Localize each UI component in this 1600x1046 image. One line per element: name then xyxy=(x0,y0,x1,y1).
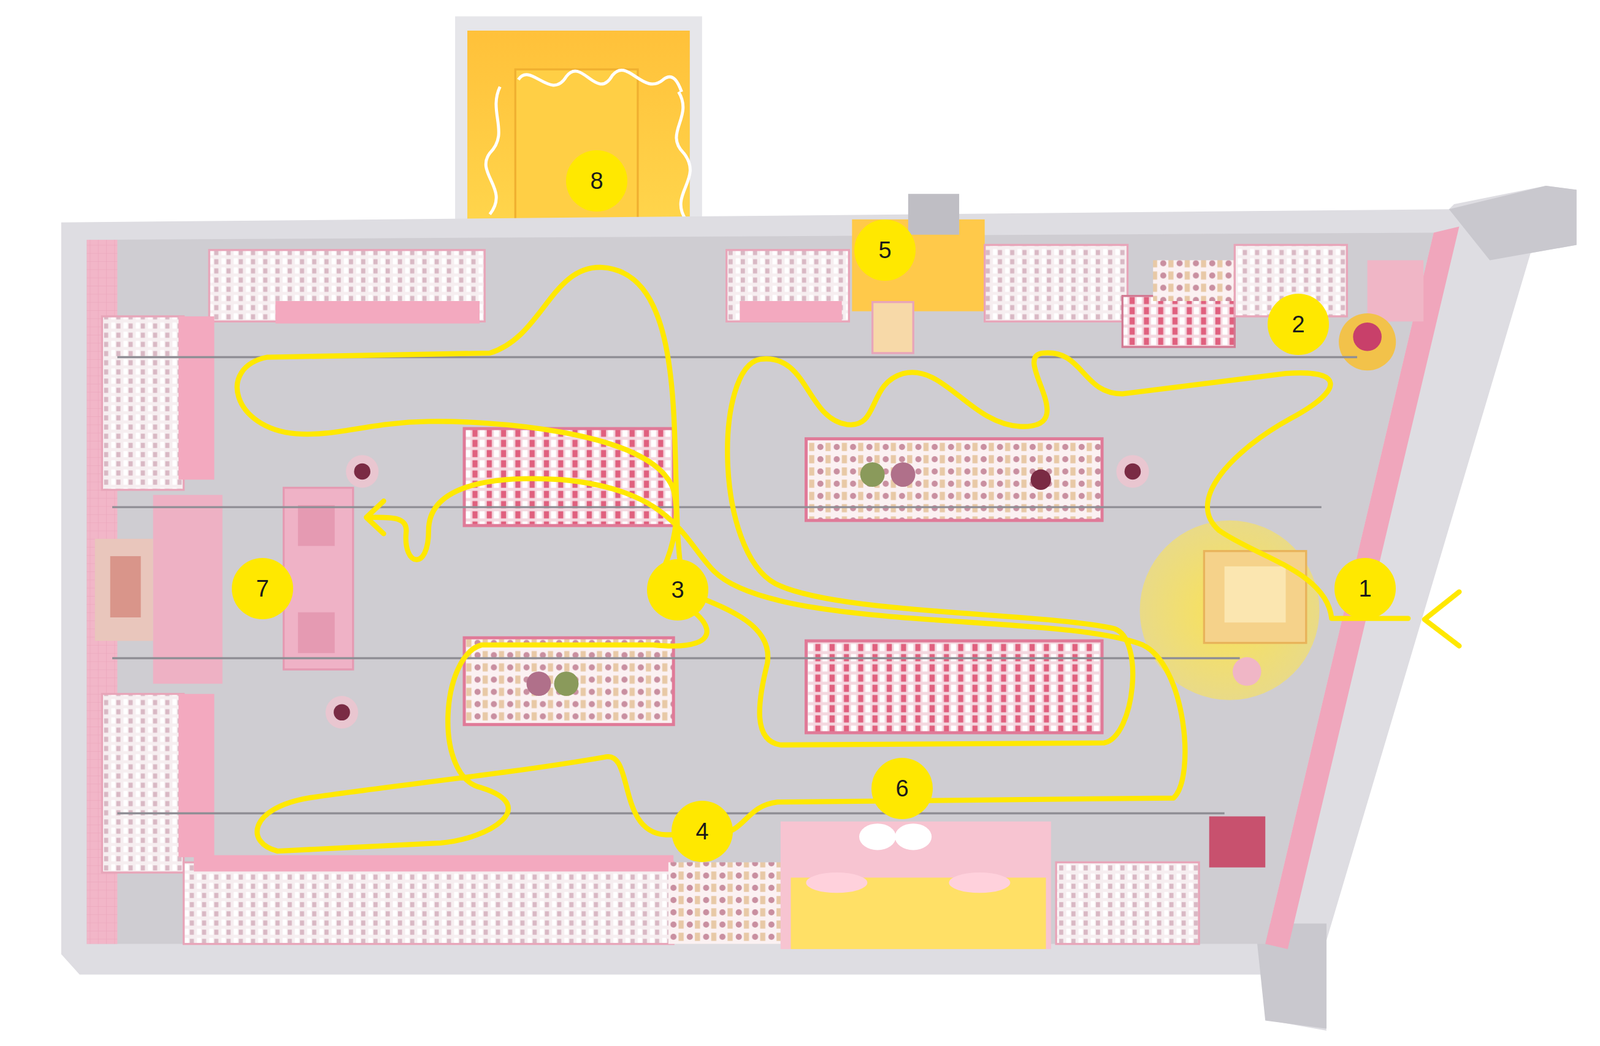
callout-circle: 1 xyxy=(1334,558,1396,620)
callout-circle: 3 xyxy=(646,559,709,621)
callout-circle: 2 xyxy=(1267,293,1329,356)
callout-number: 3 xyxy=(670,578,684,602)
callout-number: 7 xyxy=(255,577,269,601)
callout-number: 6 xyxy=(895,777,909,801)
callout-circle: 4 xyxy=(671,800,733,863)
callout-circle: 6 xyxy=(871,757,933,820)
callout-circle: 5 xyxy=(854,219,916,281)
callout-circle: 7 xyxy=(231,558,294,620)
callout-number: 5 xyxy=(878,238,892,262)
callout-number: 1 xyxy=(1358,577,1372,601)
callout-number: 2 xyxy=(1291,312,1305,337)
callout-number: 8 xyxy=(589,169,603,193)
callout-circle: 8 xyxy=(566,150,628,212)
callout-number: 4 xyxy=(695,819,709,844)
